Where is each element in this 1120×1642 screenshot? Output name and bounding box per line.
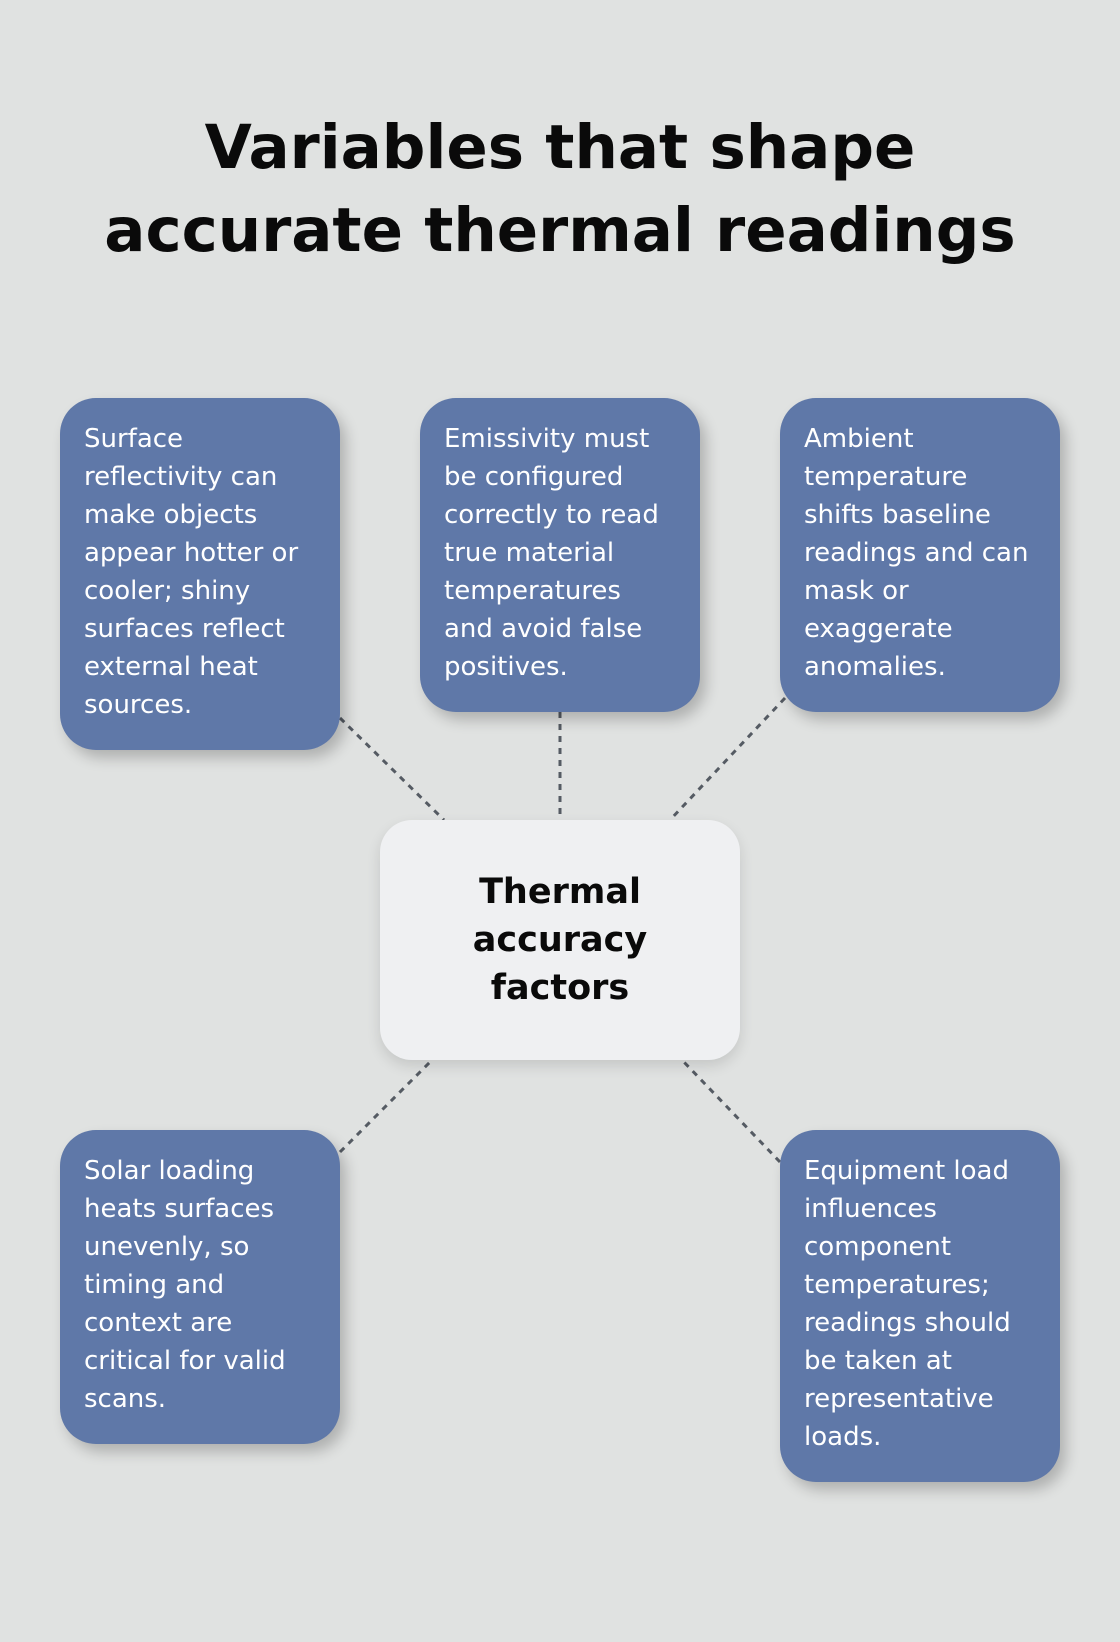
factor-text: Solar loading heats surfaces unevenly, s… xyxy=(84,1156,286,1414)
factor-box-emissivity: Emissivity must be configured correctly … xyxy=(420,398,700,712)
factor-box-ambient-temperature: Ambient temperature shifts baseline read… xyxy=(780,398,1060,712)
connector-line-1 xyxy=(338,716,446,822)
factor-box-solar-loading: Solar loading heats surfaces unevenly, s… xyxy=(60,1130,340,1444)
factor-text: Surface reflectivity can make objects ap… xyxy=(84,424,299,720)
connector-line-5 xyxy=(680,1058,782,1164)
factor-box-equipment-load: Equipment load influences component temp… xyxy=(780,1130,1060,1482)
center-label: Thermal accuracy factors xyxy=(472,872,648,1008)
factor-text: Equipment load influences component temp… xyxy=(804,1156,1011,1452)
factor-box-surface-reflectivity: Surface reflectivity can make objects ap… xyxy=(60,398,340,750)
factor-text: Emissivity must be configured correctly … xyxy=(444,424,659,682)
connector-line-3 xyxy=(668,696,787,822)
factor-text: Ambient temperature shifts baseline read… xyxy=(804,424,1029,682)
center-node: Thermal accuracy factors xyxy=(380,820,740,1060)
connector-line-4 xyxy=(338,1058,434,1154)
page-title: Variables that shape accurate thermal re… xyxy=(104,112,1016,266)
